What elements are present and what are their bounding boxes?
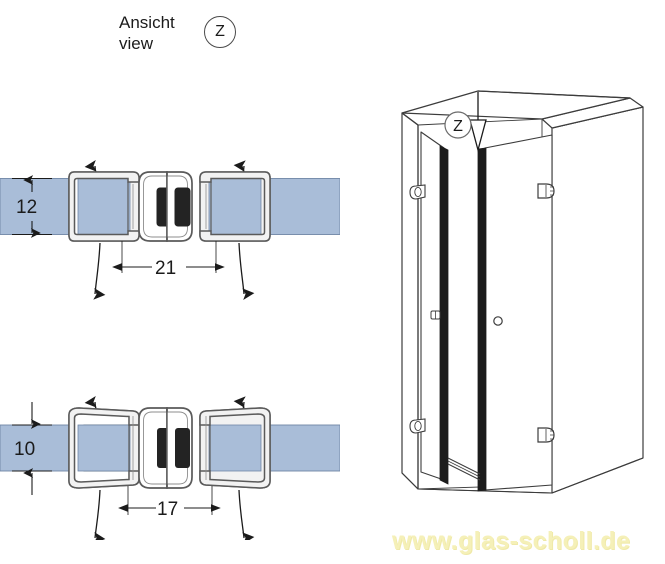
dimension-width-upper-value: 21 [155, 258, 176, 279]
site-watermark: www.glas-scholl.de [392, 527, 631, 555]
view-label-block: Ansicht view [119, 13, 175, 54]
side-wall-panel [551, 106, 644, 494]
magnetic-seal-strip-right [477, 147, 487, 492]
glass-pane-right-upper [261, 178, 340, 235]
view-label-en: view [119, 33, 154, 53]
door-handle-knob [493, 316, 503, 326]
view-callout-letter: Z [215, 23, 225, 40]
dimension-width-lower-value: 17 [157, 499, 178, 520]
magnet-housing-right-upper [166, 171, 193, 242]
magnet-housing-left-lower [138, 407, 172, 489]
detail-upper-section: 12 21 [0, 160, 340, 300]
door-handle-bracket [430, 310, 441, 320]
seal-profile-left-upper [68, 171, 140, 242]
dimension-width-lower: 17 [118, 486, 221, 520]
glass-clamp-top [537, 183, 555, 199]
dimension-thickness-lower: 10 [12, 402, 52, 495]
magnet-housing-right-lower [166, 407, 193, 489]
detail-callout-z: Z [444, 92, 487, 153]
dimension-thickness-upper-value: 12 [16, 197, 37, 218]
shower-tray-bottom [401, 457, 644, 494]
dimension-thickness-lower-value: 10 [14, 439, 35, 460]
seal-profile-left-lower [68, 407, 140, 489]
detail-lower-section: 10 17 [0, 396, 340, 540]
detail-callout-z-letter: Z [453, 118, 463, 135]
wall-hinge-bottom [409, 418, 426, 434]
glass-pane-right-lower [261, 424, 340, 472]
seal-profile-right-lower [199, 407, 271, 489]
glass-pane-left-upper [0, 178, 79, 235]
glass-clamp-bottom [537, 427, 555, 443]
glass-pane-left-lower [0, 424, 79, 472]
dimension-width-upper: 21 [112, 241, 225, 279]
view-callout-circle: Z [204, 16, 236, 48]
wall-hinge-top [409, 184, 426, 200]
magnetic-seal-strip-left [439, 145, 449, 485]
isometric-shower-enclosure: Z [401, 90, 644, 494]
seal-profile-right-upper [199, 171, 271, 242]
view-label-de: Ansicht [119, 13, 175, 32]
threshold-bars [447, 457, 481, 481]
dimension-thickness-upper: 12 [12, 175, 52, 238]
